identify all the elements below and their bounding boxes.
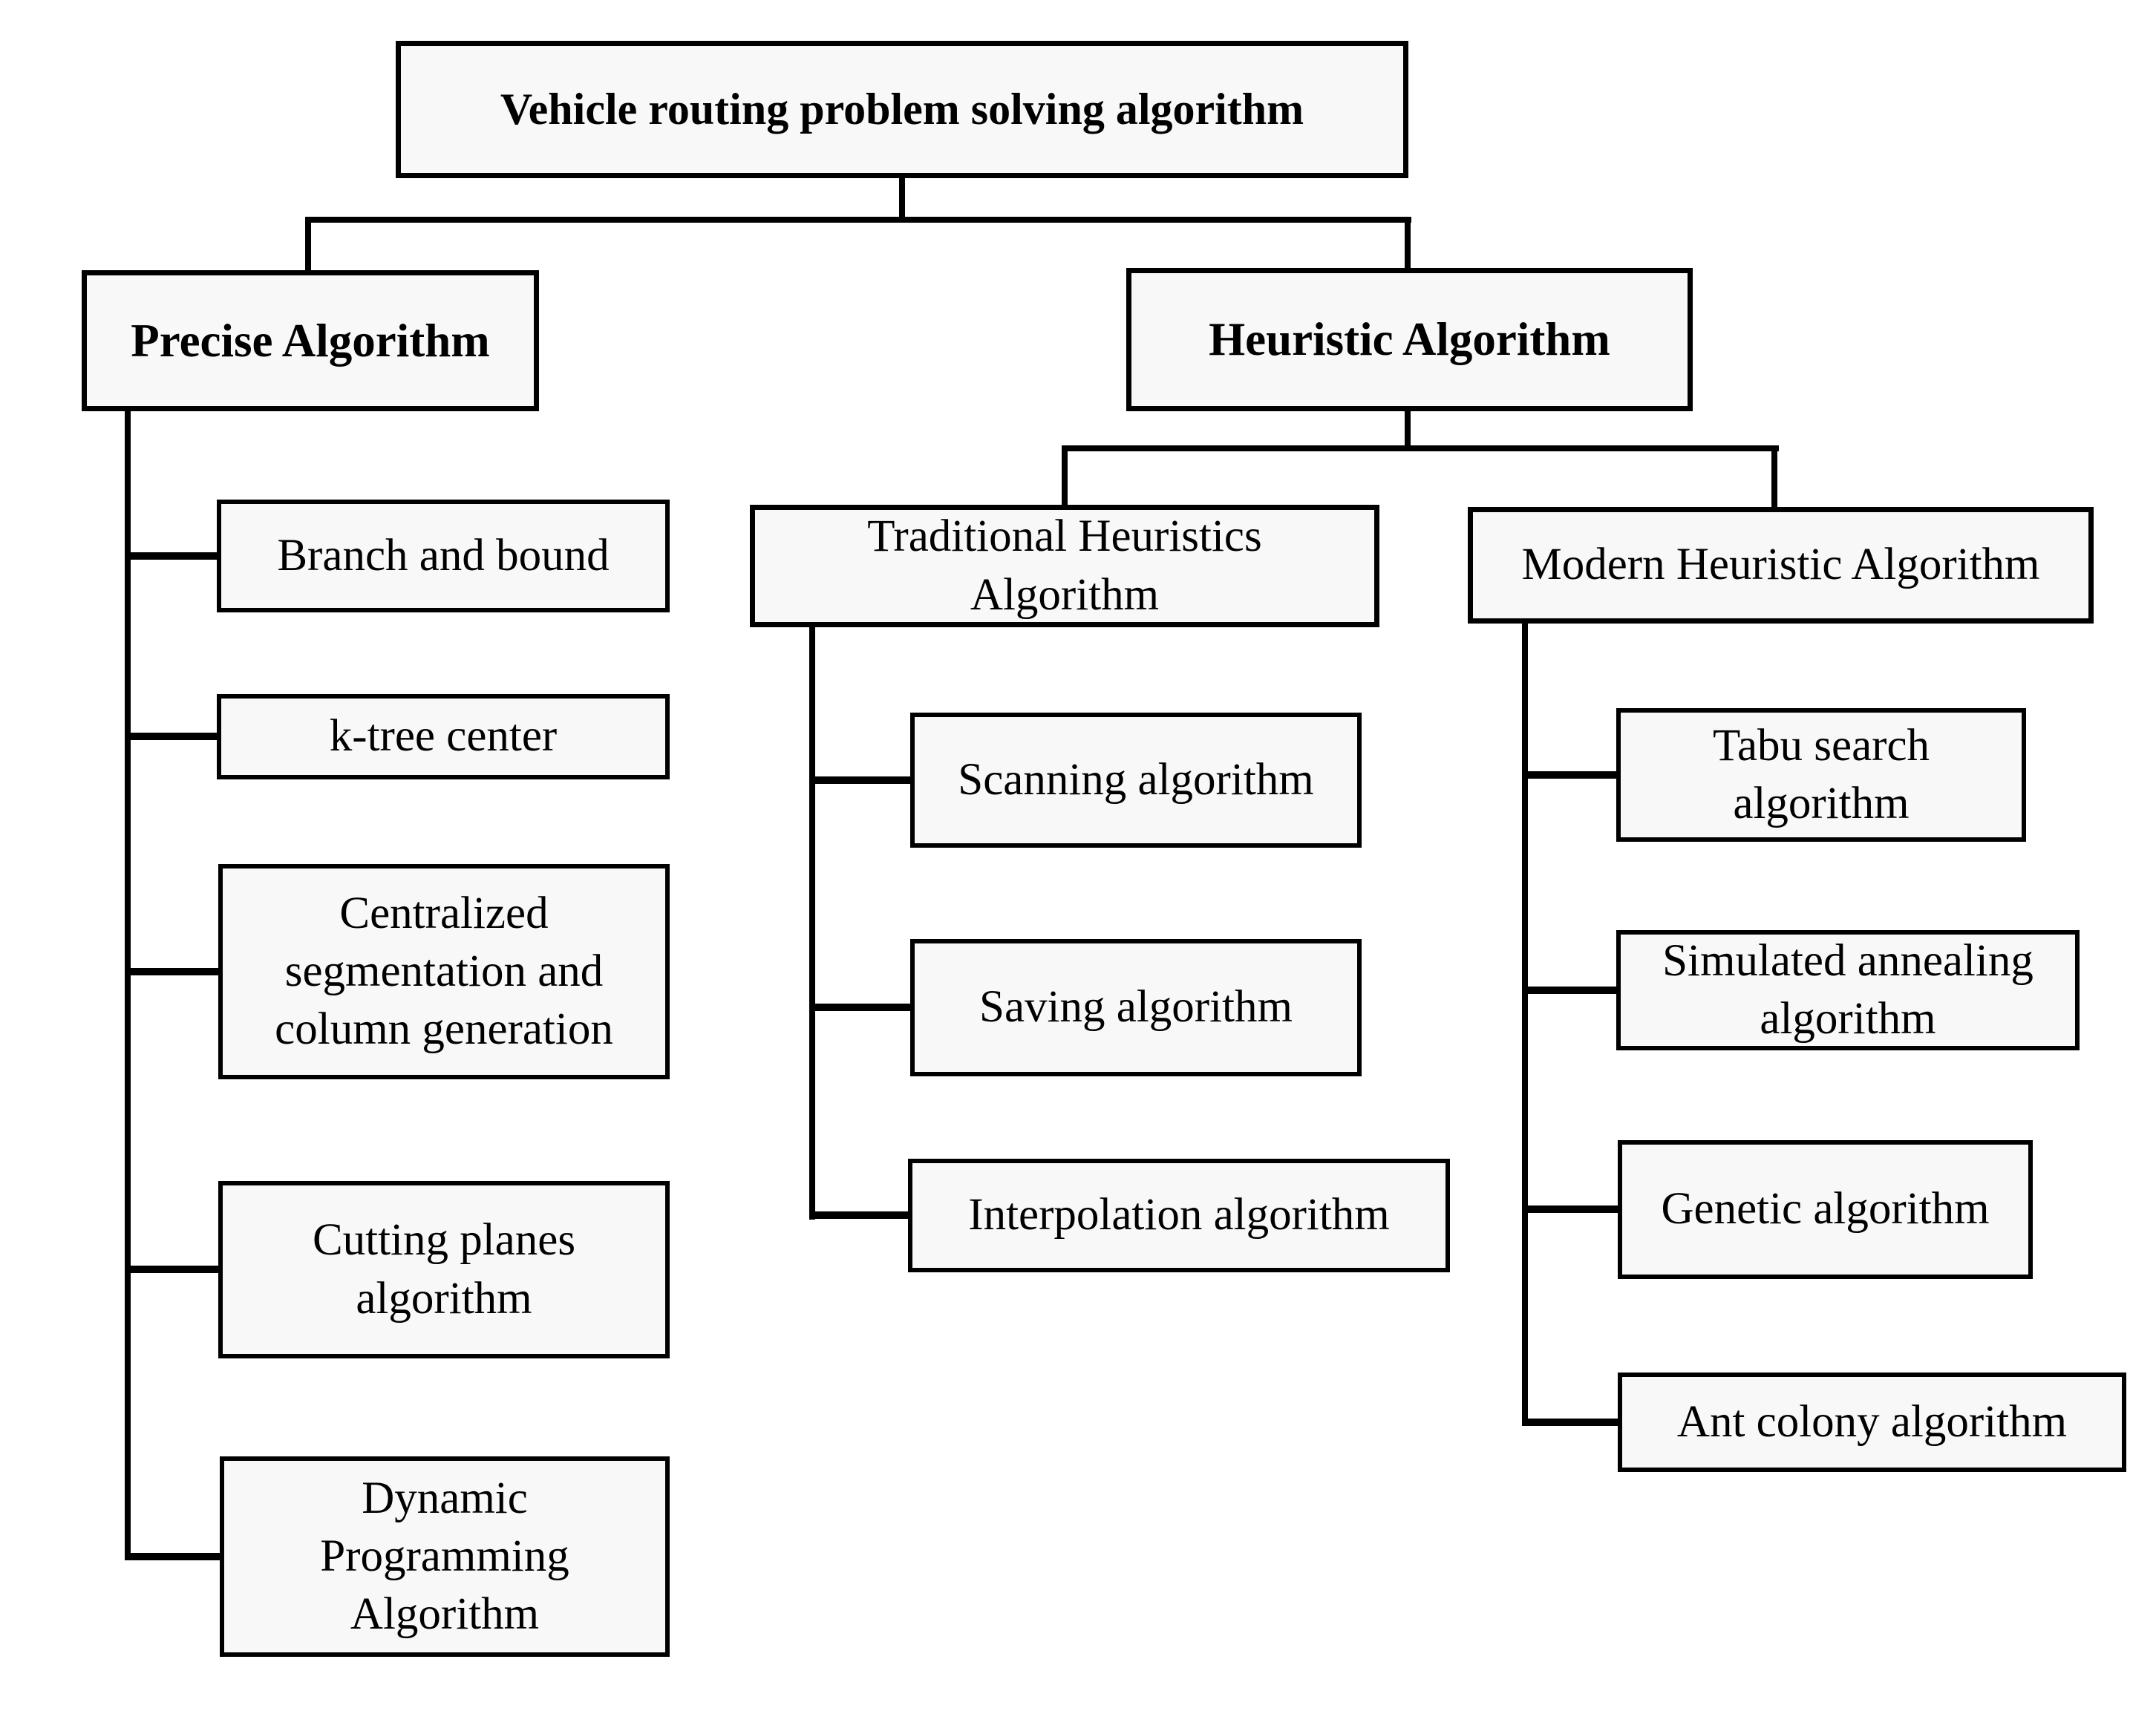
node-k-tree-center: k-tree center	[217, 694, 670, 779]
node-ant-colony-label: Ant colony algorithm	[1676, 1396, 2068, 1447]
connector-interpolation-stub	[809, 1211, 909, 1219]
node-interpolation-algorithm-label: Interpolation algorithm	[968, 1190, 1390, 1240]
node-modern-heuristic-label: Modern Heuristic Algorithm	[1521, 540, 2040, 590]
node-centralized-segmentation-label: Centralized segmentation and column gene…	[275, 888, 613, 1055]
node-interpolation-algorithm: Interpolation algorithm	[908, 1159, 1450, 1272]
node-saving-algorithm: Saving algorithm	[910, 939, 1362, 1076]
node-genetic-algorithm: Genetic algorithm	[1618, 1140, 2033, 1279]
connector-precise-spine	[125, 410, 131, 1560]
node-branch-and-bound: Branch and bound	[217, 500, 670, 612]
node-scanning-algorithm: Scanning algorithm	[910, 713, 1362, 848]
node-precise-algorithm: Precise Algorithm	[82, 270, 539, 411]
connector-modern-spine	[1522, 622, 1528, 1426]
connector-traditional-drop	[1062, 445, 1068, 506]
connector-root-bar	[305, 217, 1411, 223]
node-cutting-planes-label: Cutting planes algorithm	[312, 1215, 576, 1324]
connector-precise-drop	[305, 217, 311, 272]
connector-ant-colony-stub	[1522, 1419, 1619, 1426]
node-dynamic-programming-label: Dynamic Programming Algorithm	[320, 1473, 569, 1640]
node-precise-algorithm-label: Precise Algorithm	[131, 314, 490, 367]
connector-heuristic-bar	[1062, 445, 1779, 451]
node-modern-heuristic: Modern Heuristic Algorithm	[1468, 507, 2094, 624]
node-saving-algorithm-label: Saving algorithm	[979, 982, 1293, 1033]
connector-dynamic-stub	[125, 1553, 221, 1560]
connector-traditional-spine	[809, 626, 815, 1220]
node-dynamic-programming: Dynamic Programming Algorithm	[220, 1456, 670, 1657]
connector-cutting-stub	[128, 1266, 220, 1273]
connector-heuristic-drop	[1405, 217, 1411, 269]
connector-tabu-stub	[1525, 771, 1618, 779]
connector-genetic-stub	[1525, 1205, 1619, 1213]
connector-scanning-stub	[812, 776, 912, 784]
connector-modern-drop	[1771, 445, 1777, 508]
node-cutting-planes: Cutting planes algorithm	[218, 1181, 670, 1358]
node-k-tree-center-label: k-tree center	[329, 711, 558, 762]
connector-root-stem	[899, 177, 905, 221]
node-traditional-heuristics-label: Traditional Heuristics Algorithm	[867, 511, 1262, 620]
node-genetic-algorithm-label: Genetic algorithm	[1661, 1184, 1990, 1234]
node-tabu-search-label: Tabu search algorithm	[1712, 720, 1930, 828]
node-simulated-annealing-label: Simulated annealing algorithm	[1662, 935, 2034, 1044]
node-scanning-algorithm-label: Scanning algorithm	[958, 754, 1314, 805]
node-ant-colony: Ant colony algorithm	[1618, 1373, 2126, 1472]
connector-ktree-stub	[128, 733, 218, 740]
node-tabu-search: Tabu search algorithm	[1616, 708, 2026, 842]
node-branch-and-bound-label: Branch and bound	[277, 530, 610, 580]
node-traditional-heuristics: Traditional Heuristics Algorithm	[750, 505, 1379, 627]
connector-branch-stub	[128, 552, 218, 560]
connector-simulated-stub	[1525, 987, 1618, 994]
node-simulated-annealing: Simulated annealing algorithm	[1616, 930, 2080, 1050]
connector-heuristic-stem	[1405, 410, 1411, 451]
node-centralized-segmentation: Centralized segmentation and column gene…	[218, 864, 670, 1079]
connector-saving-stub	[812, 1004, 912, 1011]
node-heuristic-algorithm-label: Heuristic Algorithm	[1209, 313, 1610, 366]
connector-centralized-stub	[128, 968, 220, 975]
node-root-label: Vehicle routing problem solving algorith…	[500, 85, 1304, 134]
node-root: Vehicle routing problem solving algorith…	[396, 41, 1408, 178]
node-heuristic-algorithm: Heuristic Algorithm	[1126, 268, 1693, 411]
